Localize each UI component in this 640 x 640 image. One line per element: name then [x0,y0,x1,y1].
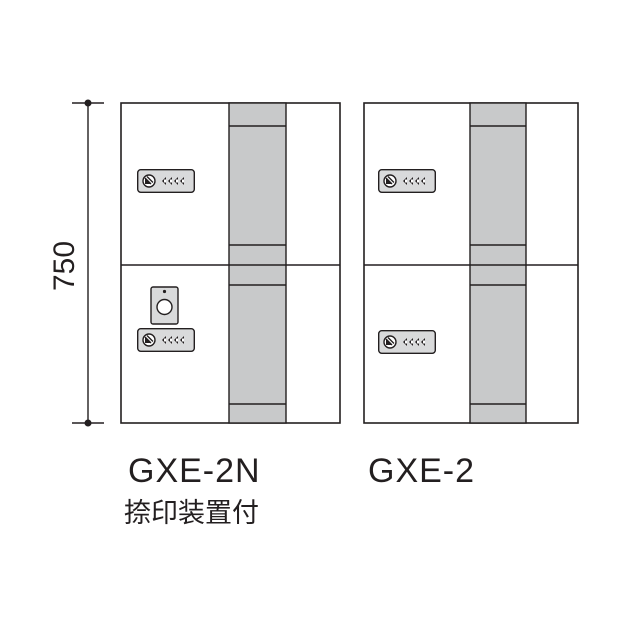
unit-gxe-2n [120,102,341,424]
dimension-dot-top [84,99,92,107]
dial-lock-icon[interactable] [137,169,195,193]
model-label: GXE-2 [368,452,476,490]
dial-lock-icon[interactable] [378,330,436,354]
dimension-dot-bottom [84,419,92,427]
height-dimension: 750 [48,99,104,427]
unit-gxe-2 [363,102,579,424]
center-panel [228,102,287,424]
dial-lock-icon[interactable] [378,169,436,193]
dimension-label: 750 [48,241,81,291]
model-note: 捺印装置付 [124,498,259,529]
stamp-device-icon[interactable] [150,286,179,325]
center-panel [469,102,527,424]
model-label: GXE-2N [128,452,261,490]
dial-lock-icon[interactable] [137,328,195,352]
